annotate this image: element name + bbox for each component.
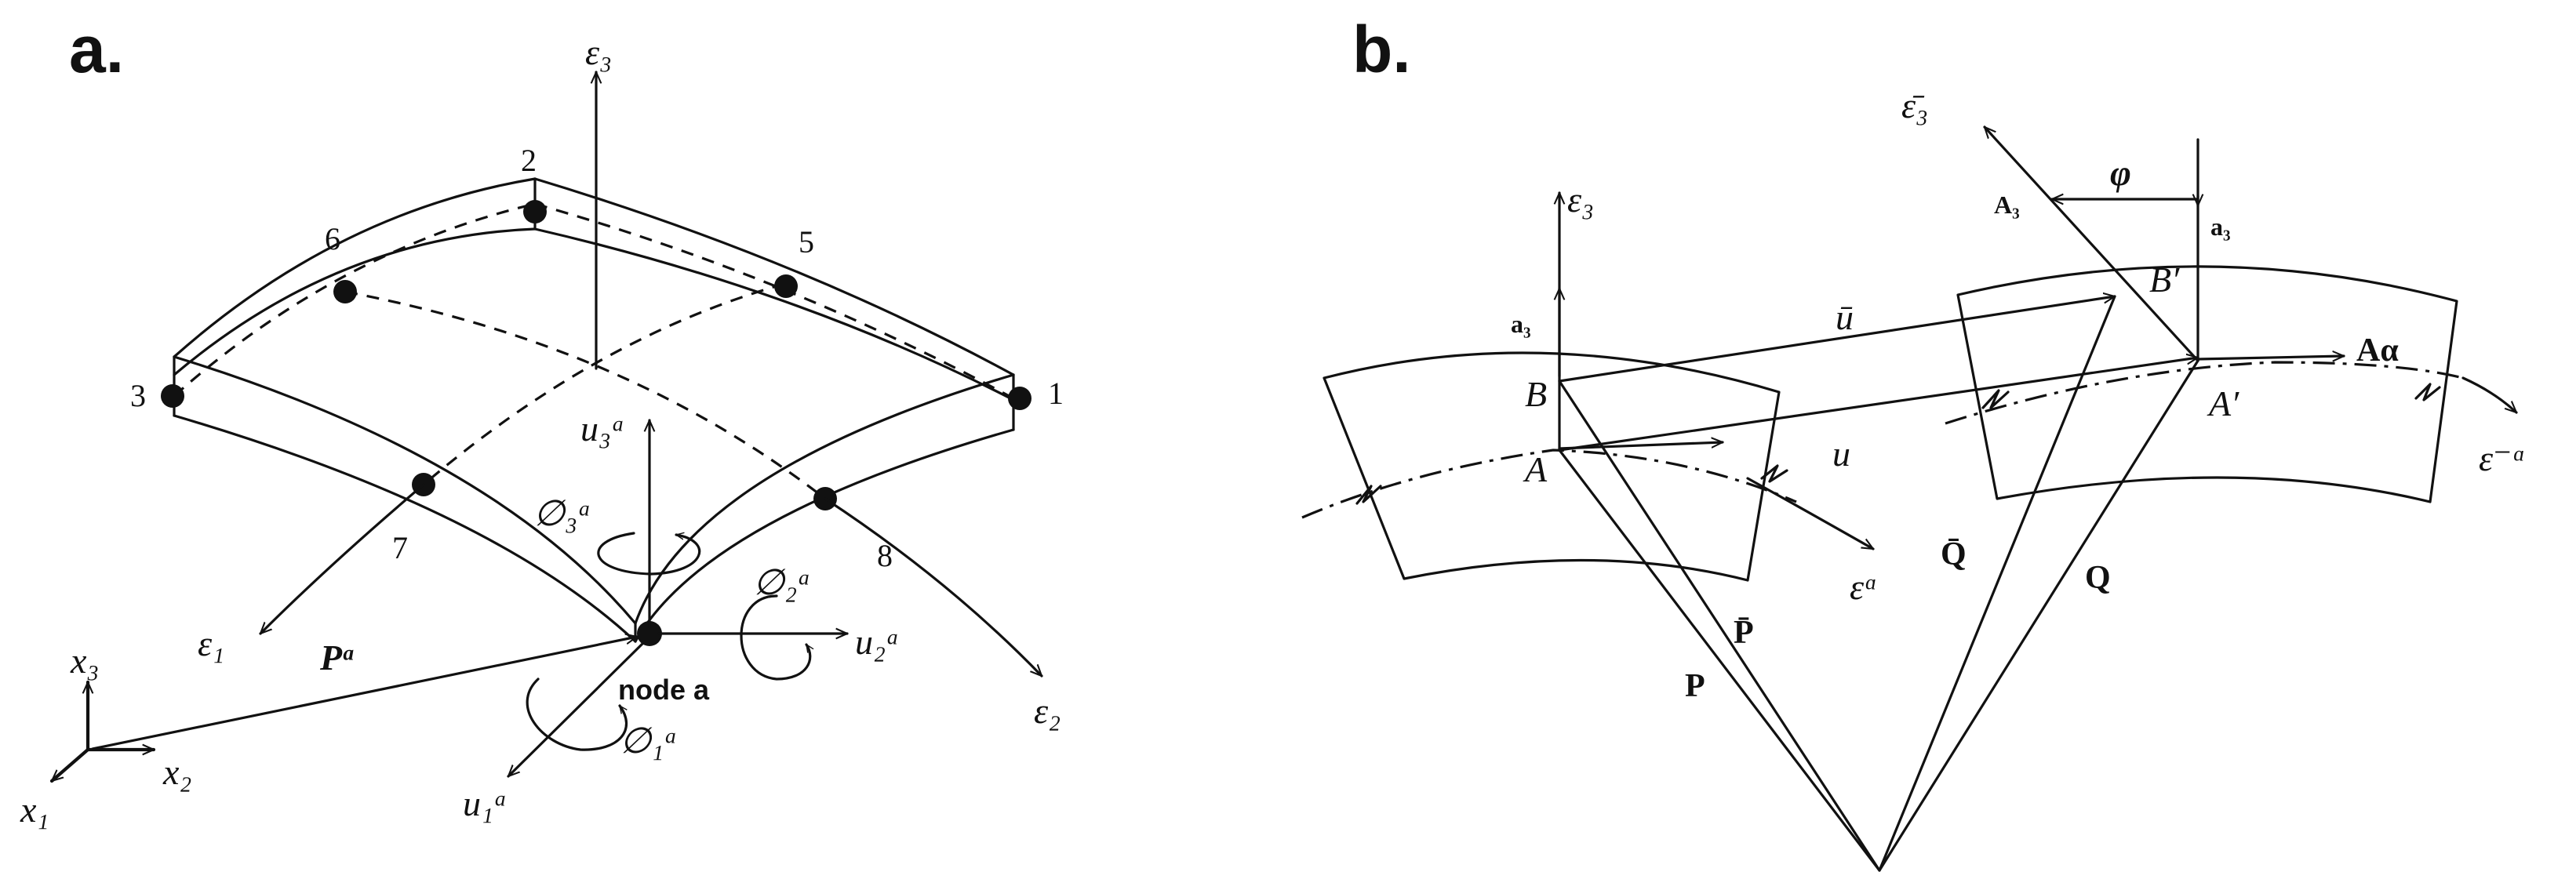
point-A-prime-label: A′ — [2207, 383, 2239, 423]
u2-label: u₂ᵃ — [855, 622, 900, 662]
phi2-label: ∅₂ᵃ — [753, 562, 811, 602]
A-alpha-label: Aα — [2356, 332, 2399, 369]
shell-front-edge-top-left — [173, 355, 637, 625]
u3-label: u₃ᵃ — [580, 409, 625, 449]
eps3-bar-label: ε̄₃ — [1901, 85, 1928, 125]
left-segment-outline — [1323, 351, 1781, 582]
P-bar-label: P̄ — [1734, 615, 1754, 651]
eps3-label: ε₃ — [1567, 180, 1594, 220]
right-segment-break-right — [2414, 383, 2441, 401]
P-label: P — [1685, 668, 1705, 704]
Q-label: Q — [2085, 560, 2111, 596]
shell-top-edge-back-left — [533, 177, 1015, 376]
u1-label: u₁ᵃ — [463, 783, 508, 823]
phi3-label: ∅₃ᵃ — [533, 493, 591, 533]
point-B-prime-label: B′ — [2149, 260, 2180, 300]
global-x2-label: x₂ — [162, 752, 191, 792]
midsurface-edge-2-1 — [534, 202, 1014, 400]
position-Q-line — [1878, 359, 2199, 872]
point-A-label: A — [1523, 449, 1548, 489]
u-bar-label: ū — [1836, 297, 1854, 337]
node-a-label: node a — [618, 674, 710, 706]
left-segment-break-left — [1355, 485, 1382, 505]
eps-minus-alpha-label: ε⁻ᵅ — [2479, 438, 2527, 478]
a3-left-label: a₃ — [1511, 310, 1531, 338]
axis-e3-label: ε₃ — [585, 32, 612, 72]
global-x1-arrow — [49, 747, 90, 783]
tangent-at-A-arrow — [1558, 442, 1723, 450]
u1-arrow — [508, 640, 646, 776]
eps-alpha-label: εᵅ — [1850, 567, 1878, 607]
phi2-rotation-arrow — [740, 594, 810, 681]
A3-label: A₃ — [1994, 191, 2020, 219]
a3-right-label: a₃ — [2210, 213, 2231, 241]
Q-bar-label: Q̄ — [1941, 536, 1967, 572]
shell-mid-edge-back-right — [173, 227, 537, 376]
phi-label: φ — [2110, 153, 2131, 193]
position-P-line — [1558, 449, 1881, 872]
axis-e2-label: ε₂ — [1034, 691, 1061, 731]
global-x3-label: x₃ — [70, 641, 99, 681]
node-8-label: 8 — [877, 538, 893, 573]
shell-mid-edge-back-left — [533, 227, 1015, 401]
node-1 — [1008, 387, 1031, 410]
shell-top-edge-back-right — [173, 177, 537, 358]
A-alpha-arrow — [2196, 356, 2344, 359]
left-segment-break-right — [1760, 464, 1788, 483]
position-vector-label: Pᵃ — [319, 638, 354, 677]
midsurface-diagonal-6-8 — [344, 290, 826, 500]
panel-a: a. 1 2 3 5 6 7 8 — [20, 13, 1064, 830]
point-B-label: B — [1525, 374, 1547, 414]
node-7-label: 7 — [392, 530, 408, 565]
panel-b: b. ε₃ a₃ B A εᵅ ū u ε̄₃ a₃ φ — [1301, 13, 2527, 872]
node-1-label: 1 — [1048, 376, 1064, 411]
midsurface-diagonal-5-7 — [422, 282, 785, 486]
phi1-rotation-arrow — [526, 677, 628, 751]
right-segment-midsurface — [1945, 361, 2464, 425]
node-3-label: 3 — [130, 378, 146, 413]
node-a — [637, 621, 662, 646]
position-P-bar-line — [1558, 380, 1881, 872]
node-3 — [161, 384, 184, 408]
right-segment-outline — [1956, 265, 2458, 503]
eps-alpha-arrow — [1746, 477, 1873, 550]
axis-e1-arrow — [260, 483, 425, 634]
node-5 — [774, 274, 798, 298]
axis-e2-arrow — [824, 497, 1042, 676]
global-x1-label: x₁ — [20, 790, 49, 830]
left-segment-midsurface — [1301, 449, 1797, 519]
node-2 — [523, 200, 547, 223]
position-Q-bar-line — [1878, 295, 2116, 872]
node-5-label: 5 — [799, 224, 814, 260]
u-label: u — [1832, 434, 1850, 474]
node-6-label: 6 — [325, 221, 340, 256]
shell-front-edge-top-right — [634, 373, 1015, 625]
position-vector-arrow — [91, 637, 637, 750]
midsurface-edge-3-2 — [173, 202, 536, 398]
phi1-label: ∅₁ᵃ — [620, 721, 678, 761]
shell-front-edge-bottom-left — [173, 414, 637, 643]
panel-a-label: a. — [69, 13, 124, 86]
eps-minus-alpha-arrow — [2461, 376, 2516, 412]
displacement-u-bar-arrow — [1558, 296, 2115, 383]
node-2-label: 2 — [521, 143, 537, 178]
eps3-bar-axis-arrow — [1985, 127, 2199, 362]
displacement-u-arrow — [1558, 358, 2198, 452]
phi3-rotation-arrow — [597, 532, 701, 576]
panel-b-label: b. — [1352, 13, 1411, 86]
right-segment-break-left — [1981, 389, 2010, 409]
node-6 — [333, 280, 357, 303]
axis-e1-label: ε₁ — [198, 623, 224, 663]
shell-front-edge-bottom-right — [634, 428, 1015, 643]
